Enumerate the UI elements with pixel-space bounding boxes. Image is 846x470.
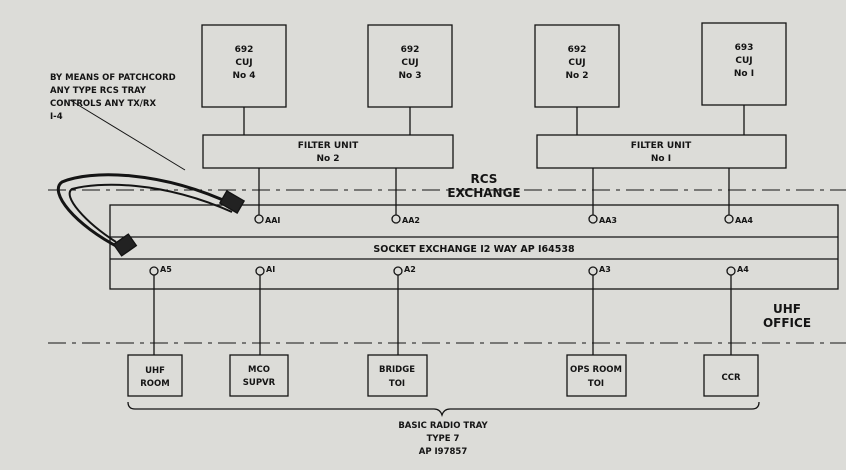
uhf-label: UHF (773, 302, 801, 316)
socket-label-a5: A5 (160, 265, 172, 274)
position-1-line-2: ROOM (140, 379, 169, 389)
socket-exchange-label: SOCKET EXCHANGE I2 WAY AP I64538 (373, 244, 575, 255)
socket-a2 (393, 266, 403, 276)
patchcord-note-line-2: ANY TYPE RCS TRAY (50, 86, 147, 96)
socket-label-aa2: AA2 (402, 216, 420, 225)
rcs-label: RCS (471, 172, 498, 186)
position-4-line-1: OPS ROOM (570, 365, 622, 375)
position-box-1 (127, 354, 183, 397)
position-box-2 (229, 354, 289, 397)
filter-unit-2-box (202, 134, 454, 169)
patchcord (56, 99, 235, 250)
position-2-line-1: MCO (248, 365, 270, 375)
tray-label-line-2: TYPE 7 (427, 434, 460, 444)
cuj-num-2: No 3 (398, 71, 421, 81)
cuj-type-1: 692 (235, 45, 254, 55)
socket-aa3 (588, 214, 598, 224)
cuj-type-4: 693 (735, 43, 754, 53)
socket-aa1 (254, 214, 264, 224)
tray-label-line-1: BASIC RADIO TRAY (398, 421, 488, 431)
patchcord-plug-upper (218, 190, 246, 214)
cuj-num-3: No 2 (565, 71, 588, 81)
cuj-model-2: CUJ (401, 58, 418, 68)
patchcord-note-line-4: I-4 (50, 112, 63, 122)
socket-label-a2: A2 (404, 265, 416, 274)
filter-unit-2-num: No 2 (316, 154, 339, 164)
position-box-3 (367, 354, 428, 397)
office-label: OFFICE (763, 316, 811, 330)
exchange-label: EXCHANGE (447, 186, 520, 200)
patchcord-note-line-3: CONTROLS ANY TX/RX (50, 99, 156, 109)
tray-brace (127, 401, 760, 418)
socket-exchange-panel (109, 204, 839, 290)
position-5-line-1: CCR (721, 373, 740, 383)
filter-unit-1-title: FILTER UNIT (631, 141, 692, 151)
filter-unit-1-num: No I (651, 154, 671, 164)
cuj-num-4: No I (734, 69, 754, 79)
socket-a3 (588, 266, 598, 276)
position-box-4 (566, 354, 627, 397)
cuj-model-3: CUJ (568, 58, 585, 68)
socket-label-aa3: AA3 (599, 216, 617, 225)
socket-label-a1: AI (266, 265, 275, 274)
socket-aa2 (391, 214, 401, 224)
position-3-line-1: BRIDGE (379, 365, 415, 375)
socket-a5 (149, 266, 159, 276)
cuj-num-1: No 4 (232, 71, 255, 81)
position-2-line-2: SUPVR (243, 378, 276, 388)
socket-a4 (726, 266, 736, 276)
filter-unit-2-title: FILTER UNIT (298, 141, 359, 151)
position-1-line-1: UHF (145, 366, 165, 376)
socket-label-a4: A4 (737, 265, 749, 274)
position-4-line-2: TOI (588, 379, 604, 389)
socket-label-aa1: AAI (265, 216, 280, 225)
patchcord-note-line-1: BY MEANS OF PATCHCORD (50, 73, 176, 83)
position-3-line-2: TOI (389, 379, 405, 389)
cuj-model-4: CUJ (735, 56, 752, 66)
tray-label-line-3: AP I97857 (419, 447, 468, 457)
cuj-model-1: CUJ (235, 58, 252, 68)
socket-aa4 (724, 214, 734, 224)
position-box-5 (703, 354, 759, 397)
socket-a1 (255, 266, 265, 276)
socket-label-a3: A3 (599, 265, 611, 274)
socket-label-aa4: AA4 (735, 216, 753, 225)
filter-unit-1-box (536, 134, 787, 169)
patchcord-plug-lower (112, 233, 138, 257)
cuj-type-2: 692 (401, 45, 420, 55)
cuj-type-3: 692 (568, 45, 587, 55)
